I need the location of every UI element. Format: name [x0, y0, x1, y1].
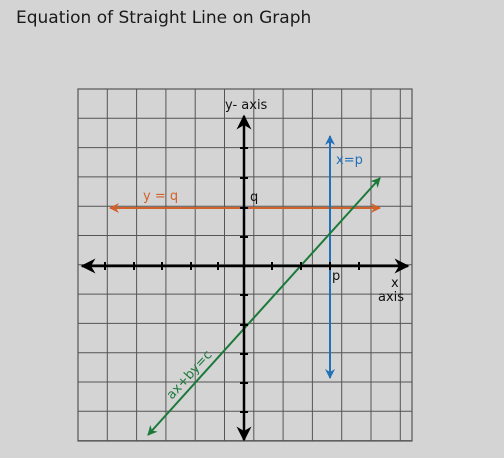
diagonal-line-ax-by-c — [147, 177, 381, 436]
x-axis-label-word: axis — [378, 290, 404, 305]
q-label: q — [250, 190, 258, 205]
y-axis-label: y- axis — [225, 98, 268, 113]
vertical-line-label: x=p — [336, 153, 363, 168]
p-label: p — [332, 269, 340, 284]
page-title: Equation of Straight Line on Graph — [16, 8, 312, 28]
axis-ticks — [104, 147, 360, 413]
horizontal-line-label: y = q — [143, 189, 178, 204]
diagonal-line-label: ax+by=c — [164, 348, 216, 403]
x-axis-label-x: x — [391, 276, 399, 291]
